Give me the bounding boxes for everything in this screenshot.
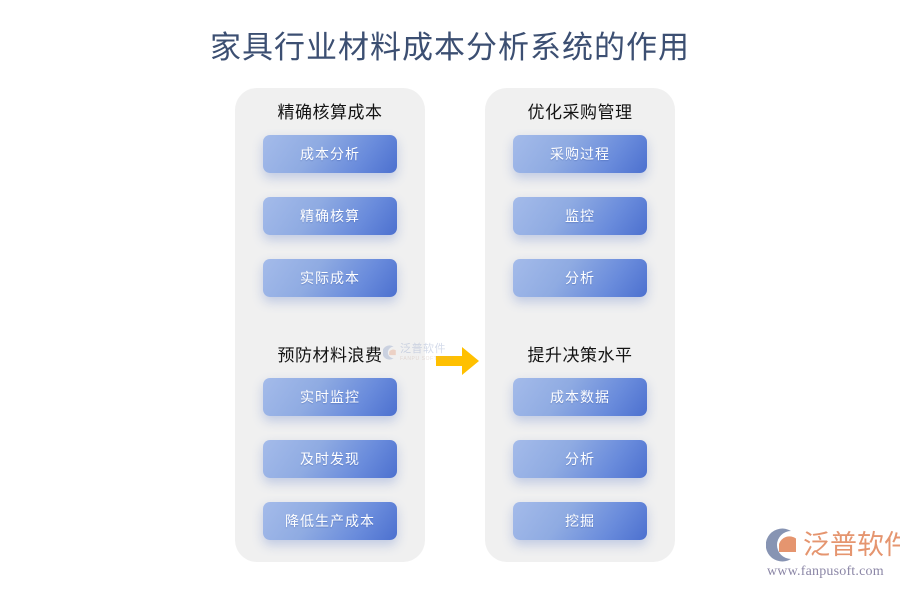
group-title: 精确核算成本 bbox=[277, 103, 383, 122]
brand-row: 泛普软件 bbox=[765, 527, 900, 563]
pill-list: 采购过程 监控 分析 bbox=[485, 135, 675, 297]
brand-name: 泛普软件 bbox=[803, 530, 900, 560]
brand-logo: 泛普软件 www.fanpusoft.com bbox=[765, 527, 900, 583]
pill-button[interactable]: 监控 bbox=[513, 197, 647, 235]
pill-label: 实时监控 bbox=[300, 389, 360, 405]
pill-button[interactable]: 精确核算 bbox=[263, 197, 397, 235]
pill-label: 成本数据 bbox=[550, 389, 610, 405]
pill-label: 及时发现 bbox=[300, 451, 360, 467]
column-card-left: 精确核算成本 成本分析 精确核算 实际成本 预防材料浪费 实时监控 bbox=[235, 88, 425, 562]
page-title: 家具行业材料成本分析系统的作用 bbox=[210, 30, 690, 65]
pill-label: 实际成本 bbox=[300, 270, 360, 286]
pill-label: 分析 bbox=[565, 270, 595, 286]
pill-list: 成本分析 精确核算 实际成本 bbox=[235, 135, 425, 297]
group-improve-decision-level: 提升决策水平 成本数据 分析 挖掘 bbox=[485, 343, 675, 540]
pill-label: 分析 bbox=[565, 451, 595, 467]
pill-list: 实时监控 及时发现 降低生产成本 bbox=[235, 378, 425, 540]
arrow-right-icon bbox=[436, 346, 480, 376]
pill-button[interactable]: 实时监控 bbox=[263, 378, 397, 416]
brand-url: www.fanpusoft.com bbox=[767, 564, 884, 579]
pill-label: 挖掘 bbox=[565, 513, 595, 529]
pill-label: 监控 bbox=[565, 208, 595, 224]
pill-button[interactable]: 实际成本 bbox=[263, 259, 397, 297]
column-card-right: 优化采购管理 采购过程 监控 分析 提升决策水平 成本数据 分 bbox=[485, 88, 675, 562]
group-prevent-material-waste: 预防材料浪费 实时监控 及时发现 降低生产成本 bbox=[235, 343, 425, 540]
pill-button[interactable]: 降低生产成本 bbox=[263, 502, 397, 540]
group-title: 预防材料浪费 bbox=[277, 346, 383, 365]
pill-button[interactable]: 成本分析 bbox=[263, 135, 397, 173]
group-title: 提升决策水平 bbox=[527, 346, 633, 365]
group-optimize-procurement: 优化采购管理 采购过程 监控 分析 bbox=[485, 100, 675, 297]
pill-button[interactable]: 挖掘 bbox=[513, 502, 647, 540]
group-accurate-cost-accounting: 精确核算成本 成本分析 精确核算 实际成本 bbox=[235, 100, 425, 297]
pill-button[interactable]: 及时发现 bbox=[263, 440, 397, 478]
group-title: 优化采购管理 bbox=[527, 103, 633, 122]
pill-button[interactable]: 采购过程 bbox=[513, 135, 647, 173]
pill-label: 采购过程 bbox=[550, 146, 610, 162]
pill-label: 成本分析 bbox=[300, 146, 360, 162]
pill-label: 精确核算 bbox=[300, 208, 360, 224]
fanpu-logo-icon bbox=[765, 528, 800, 562]
pill-list: 成本数据 分析 挖掘 bbox=[485, 378, 675, 540]
pill-button[interactable]: 成本数据 bbox=[513, 378, 647, 416]
pill-label: 降低生产成本 bbox=[285, 513, 375, 529]
pill-button[interactable]: 分析 bbox=[513, 440, 647, 478]
pill-button[interactable]: 分析 bbox=[513, 259, 647, 297]
